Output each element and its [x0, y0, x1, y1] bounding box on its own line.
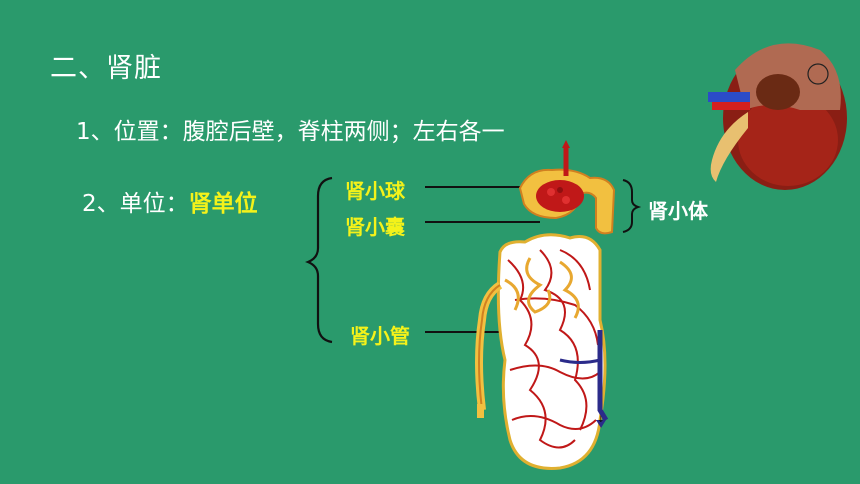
- tubule-label: 肾小管: [350, 324, 410, 348]
- location-text: 1、位置：腹腔后壁，脊柱两侧；左右各一: [76, 119, 505, 145]
- glomerulus-label: 肾小球: [345, 179, 405, 203]
- svg-text:↓: ↓: [597, 415, 605, 425]
- kidney-illustration: [708, 43, 847, 190]
- capsule-label: 肾小囊: [345, 215, 405, 239]
- right-brace: [622, 179, 642, 233]
- unit-prefix: 2、单位：: [82, 191, 189, 217]
- nephron-illustration: ↓: [475, 140, 616, 470]
- unit-line: 2、单位：肾单位: [82, 184, 258, 218]
- unit-value: 肾单位: [188, 191, 258, 217]
- slide-heading: 二、肾脏: [50, 53, 162, 84]
- left-brace: [305, 176, 333, 344]
- renal-corpuscle-label: 肾小体: [648, 199, 708, 223]
